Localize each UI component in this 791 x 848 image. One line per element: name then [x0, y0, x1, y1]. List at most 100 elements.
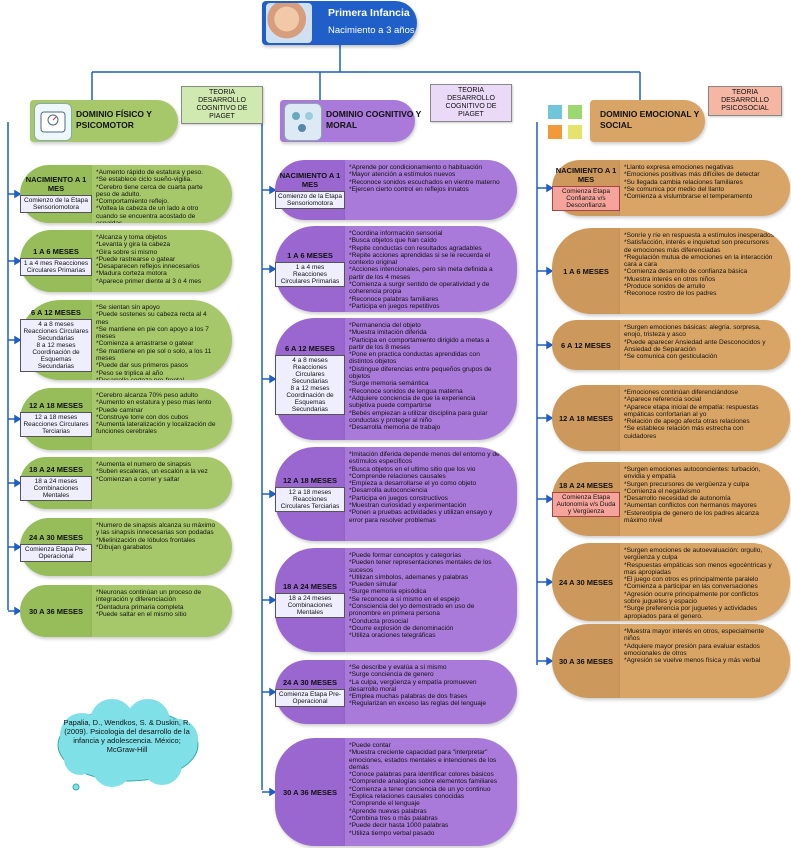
theory-cognitivo: TEORIA DESARROLLO COGNITIVO DE PIAGET [430, 84, 512, 122]
theory-emocional: TEORIA DESARROLLO PSICOSOCIAL [708, 86, 782, 116]
fisico-stage-label-2: 4 a 8 meses Reacciones Circulares Secund… [20, 319, 92, 372]
fisico-description-0: *Aumento rápido de estatura y peso. *Se … [92, 165, 232, 223]
reference-text: Papalia, D., Wendkos, S. & Duskin, R. (2… [63, 718, 191, 754]
page-subtitle: Nacimiento a 3 años [328, 25, 415, 36]
fisico-age-label-2: 6 A 12 MESES [31, 308, 81, 317]
cognitivo-description-4: *Puede formar conceptos y categorías *Pu… [345, 548, 517, 652]
fisico-age-2: 6 A 12 MESES 4 a 8 meses Reacciones Circu… [20, 300, 92, 380]
baby-photo [266, 3, 312, 43]
fisico-description-4: *Aumenta el numero de sinapsis *Suben es… [92, 457, 232, 509]
fisico-age-4: 18 A 24 MESES 18 a 24 meses Combinaciones… [20, 457, 92, 509]
fisico-age-label-4: 18 A 24 MESES [28, 465, 84, 474]
emocional-age-2: 6 A 12 MESES [552, 320, 620, 370]
cognitivo-description-6: *Puede contar *Muestra creciente capacid… [345, 738, 517, 846]
emocional-description-5: *Surgen emociones de autoevaluación: org… [620, 543, 790, 621]
fisico-age-label-6: 30 A 36 MESES [28, 606, 84, 616]
header-fisico-label: DOMINIO FÍSICO Y PSICOMOTOR [76, 109, 152, 130]
header-emocional: DOMINIO EMOCIONAL Y SOCIAL [546, 100, 705, 142]
emocional-description-1: *Sonríe y ríe en respuesta a estímulos i… [620, 228, 790, 314]
fisico-branch-arrow-4 [14, 478, 22, 488]
fisico-stage-label-1: 1 a 4 mes Reacciones Circulares Primaria… [20, 257, 92, 276]
fisico-description-3: *Cerebro alcanza 70% peso adulto *Aument… [92, 388, 232, 450]
cognitivo-stage-label-2: 4 a 8 meses Reacciones Circulares Secund… [275, 354, 345, 415]
emocional-description-2: *Surgen emociones básicas: alegría. sorp… [620, 320, 790, 370]
emocional-description-4: *Surgen emociones autoconcientes: turbac… [620, 462, 790, 536]
fisico-age-0: NACIMIENTO A 1 MES Comienzo de la Etapa S… [20, 165, 92, 223]
fisico-description-6: *Neuronas continúan un proceso de integr… [92, 585, 232, 637]
header-fisico: DOMINIO FÍSICO Y PSICOMOTOR [30, 100, 178, 142]
emocional-branch-arrow-1 [546, 266, 554, 276]
learning-icon [284, 103, 322, 141]
emocional-age-label-3: 12 A 18 MESES [558, 413, 614, 423]
emocional-age-5: 24 A 30 MESES [552, 543, 620, 621]
emocional-age-label-0: NACIMIENTO A 1 MES [555, 165, 617, 184]
emotions-icon [546, 103, 586, 139]
emocional-branch-arrow-6 [546, 656, 554, 666]
cognitivo-branch-arrow-5 [269, 687, 277, 697]
emocional-branch-arrow-5 [546, 577, 554, 587]
theory-fisico: TEORIA DESARROLLO COGNITIVO DE PIAGET [181, 86, 263, 124]
cognitivo-age-label-6: 30 A 36 MESES [282, 787, 338, 797]
cognitivo-stage-label-1: 1 a 4 mes Reacciones Circulares Primaria… [275, 262, 345, 287]
cognitivo-stage-label-0: Comienzo de la Etapa Sensoriomotora [275, 191, 345, 209]
fisico-age-label-5: 24 A 30 MESES [28, 532, 84, 542]
emocional-description-0: *Llanto expresa emociones negativas *Emo… [620, 160, 790, 216]
cognitivo-stage-label-5: Comienza Etapa Pre-Operacional [275, 688, 345, 707]
emocional-branch-arrow-2 [546, 340, 554, 350]
cognitivo-branch-arrow-3 [269, 489, 277, 499]
fisico-age-label-1: 1 A 6 MESES [33, 246, 79, 256]
emocional-age-label-6: 30 A 36 MESES [558, 656, 614, 666]
emocional-age-1: 1 A 6 MESES [552, 228, 620, 314]
cognitivo-age-label-2: 6 A 12 MESES [285, 343, 335, 353]
cognitivo-stage-label-4: 18 a 24 meses Combinaciones Mentales [275, 593, 345, 618]
cognitivo-age-label-4: 18 A 24 MESES [282, 582, 338, 591]
cognitivo-age-0: NACIMIENTO A 1 MES Comienzo de la Etapa S… [275, 160, 345, 220]
cognitivo-description-2: *Permanencia del objeto *Muestra imitaci… [345, 318, 517, 440]
emocional-stage-label-0: Comienza Etapa Confianza v/s Desconfianz… [552, 185, 620, 211]
fisico-stage-label-5: Comienza Etapa Pre-Operacional [20, 543, 92, 562]
fisico-branch-arrow-2 [14, 335, 22, 345]
reference-cloud [57, 699, 199, 791]
fisico-description-1: *Alcanza y toma objetos *Levanta y gira … [92, 230, 232, 292]
fisico-age-label-3: 12 A 18 MESES [28, 401, 84, 410]
cognitivo-description-5: *Se describe y evalúa a sí mismo *Surge … [345, 660, 517, 724]
cognitivo-age-label-3: 12 A 18 MESES [282, 476, 338, 485]
fisico-age-6: 30 A 36 MESES [20, 585, 92, 637]
cognitivo-description-3: *Imitación diferida depende menos del en… [345, 447, 517, 541]
fisico-stage-label-4: 18 a 24 meses Combinaciones Mentales [20, 476, 92, 501]
cognitivo-age-label-0: NACIMIENTO A 1 MES [279, 171, 341, 189]
header-emocional-label: DOMINIO EMOCIONAL Y SOCIAL [600, 109, 700, 130]
fisico-branch-arrow-3 [14, 414, 22, 424]
page-title: Primera Infancia [328, 7, 410, 19]
emocional-description-6: *Muestra mayor interés en otros, especia… [620, 624, 790, 698]
emocional-age-label-1: 1 A 6 MESES [563, 266, 609, 276]
emocional-age-label-4: 18 A 24 MESES [558, 481, 614, 490]
fisico-age-3: 12 A 18 MESES 12 a 18 meses Reacciones Ci… [20, 388, 92, 450]
fisico-stage-label-0: Comienzo de la Etapa Sensoriomotora [20, 195, 92, 213]
fisico-stage-label-3: 12 a 18 meses Reacciones Circulares Terc… [20, 412, 92, 437]
cognitivo-branch-arrow-0 [269, 185, 277, 195]
emocional-age-4: 18 A 24 MESES Comienza Etapa Autonomía v/… [552, 462, 620, 536]
emocional-age-6: 30 A 36 MESES [552, 624, 620, 698]
cognitivo-age-4: 18 A 24 MESES 18 a 24 meses Combinaciones… [275, 548, 345, 652]
cognitivo-branch-arrow-4 [269, 595, 277, 605]
title-box: Primera Infancia Nacimiento a 3 años [262, 1, 417, 45]
cognitivo-stage-label-3: 12 a 18 meses Reacciones Circulares Terc… [275, 487, 345, 512]
fisico-branch-arrow-6 [14, 606, 22, 616]
emocional-branch-arrow-0 [546, 183, 554, 193]
emocional-description-3: *Emociones continúan diferenciándose *Ap… [620, 385, 790, 451]
emocional-stage-label-4: Comienza Etapa Autonomía v/s Duda y Verg… [552, 492, 620, 517]
cognitivo-description-0: *Aprende por condicionamiento o habituac… [345, 160, 517, 220]
fisico-description-5: *Numero de sinapsis alcanza su máximo y … [92, 518, 232, 576]
cognitivo-age-6: 30 A 36 MESES [275, 738, 345, 846]
fisico-branch-arrow-5 [14, 542, 22, 552]
header-cognitivo-label: DOMINIO COGNITIVO Y MORAL [326, 109, 422, 130]
emocional-branch-arrow-3 [546, 413, 554, 423]
fisico-age-label-0: NACIMIENTO A 1 MES [25, 175, 87, 193]
